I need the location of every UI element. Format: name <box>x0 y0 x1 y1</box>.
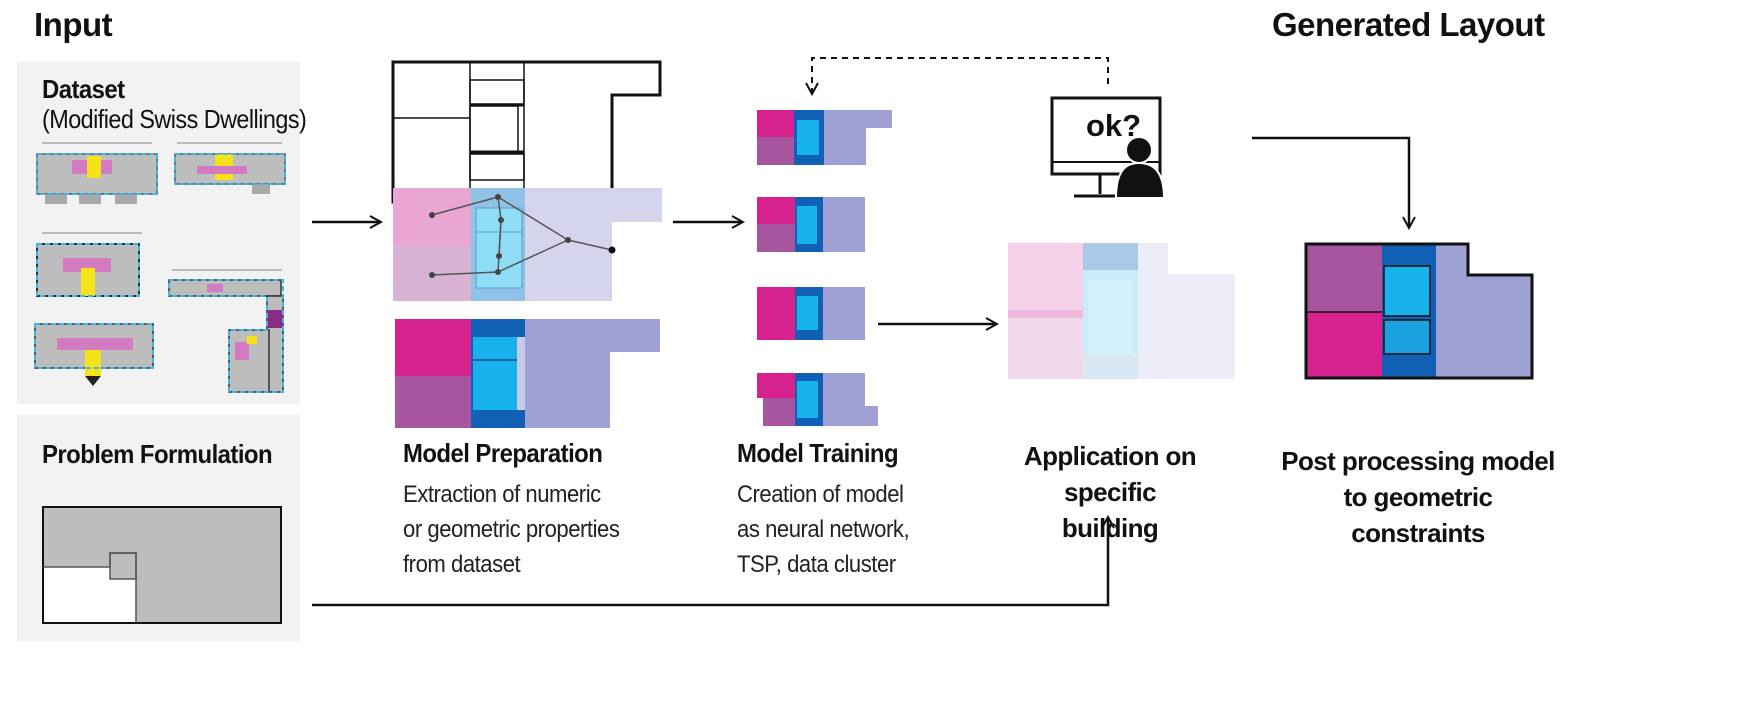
graph-floorplan <box>393 188 662 301</box>
colored-floorplan <box>395 319 660 428</box>
title-line: to geometric constraints <box>1343 482 1493 548</box>
application-faded-floorplan <box>1008 243 1235 379</box>
post-processing-title: Post processing model to geometric const… <box>1274 443 1562 551</box>
model-preparation-description: Extraction of numeric or geometric prope… <box>403 477 638 582</box>
floorplan-thumbnails <box>34 142 286 393</box>
problem-formulation-panel: Problem Formulation <box>17 415 300 641</box>
floorplan-1 <box>36 153 158 204</box>
dataset-subtitle: (Modified Swiss Dwellings) <box>42 104 307 134</box>
arrow-monitor-to-generated <box>1252 136 1409 227</box>
generated-floorplan <box>1304 242 1534 380</box>
training-sample-1 <box>757 110 892 165</box>
dataset-panel: Dataset (Modified Swiss Dwellings) <box>17 62 307 404</box>
model-training-description: Creation of model as neural network, TSP… <box>737 477 924 582</box>
description-line: TSP, data cluster <box>737 551 896 578</box>
dataset-title: Dataset <box>42 74 125 104</box>
title-line: Application on specific <box>1023 441 1197 507</box>
feedback-dashed-arrow <box>812 57 1109 93</box>
description-line: Creation of model <box>737 481 904 508</box>
floorplan-4 <box>168 279 284 393</box>
person-icon <box>1114 136 1166 199</box>
outline-floorplan <box>391 60 662 204</box>
input-heading: Input <box>34 6 113 43</box>
floorplan-3 <box>36 243 140 297</box>
problem-formulation-title: Problem Formulation <box>42 439 273 469</box>
description-line: or geometric properties <box>403 516 620 543</box>
training-sample-4 <box>757 373 878 426</box>
arrow-problem-to-application <box>312 518 1108 607</box>
application-title: Application on specific building <box>975 438 1245 546</box>
description-line: from dataset <box>403 551 521 578</box>
title-line: Post processing model <box>1281 446 1555 476</box>
training-sample-2 <box>757 197 865 252</box>
floorplan-5 <box>34 323 154 386</box>
problem-footprint <box>42 506 282 624</box>
title-line: building <box>1061 513 1159 543</box>
description-line: Extraction of numeric <box>403 481 601 508</box>
floorplan-2 <box>174 153 286 194</box>
description-line: as neural network, <box>737 516 910 543</box>
model-training-title: Model Training <box>737 438 899 468</box>
training-sample-3 <box>757 287 865 340</box>
monitor-ok-text: ok? <box>1086 108 1142 143</box>
model-preparation-title: Model Preparation <box>403 438 603 468</box>
generated-layout-heading: Generated Layout <box>1272 6 1545 43</box>
